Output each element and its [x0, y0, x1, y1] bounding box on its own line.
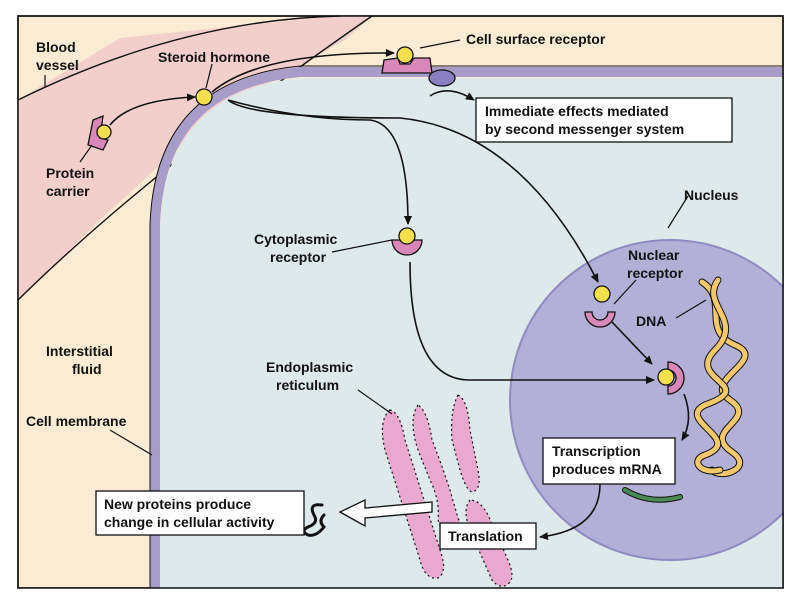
arrow-nuclear-receptor-to-dna [611, 321, 653, 365]
frame [17, 15, 784, 589]
leader-nuclear-receptor [613, 279, 637, 305]
label-protein-carrier-line2: carrier [46, 183, 90, 199]
label-transcription-line2: produces mRNA [552, 461, 662, 477]
leader-protein-carrier [79, 144, 93, 163]
label-new-proteins-line2: change in cellular activity [104, 514, 275, 530]
label-cell-membrane: Cell membrane [26, 413, 127, 429]
frame-right-mask [784, 0, 801, 601]
arrow-carrier-to-hormone [109, 93, 196, 126]
label-immediate-effects-line1: Immediate effects mediated [485, 103, 669, 119]
cell-surface-receptor [381, 46, 456, 87]
label-nucleus: Nucleus [684, 187, 739, 203]
label-interstitial-fluid-line2: fluid [72, 361, 102, 377]
label-interstitial-fluid-line1: Interstitial [46, 343, 113, 359]
leader-dna [675, 299, 707, 319]
box-transcription [542, 437, 676, 485]
leader-cell-membrane [109, 429, 153, 456]
label-endoplasmic-reticulum-line1: Endoplasmic [266, 359, 353, 375]
leader-nucleus [667, 195, 689, 229]
leader-endoplasmic-reticulum [357, 389, 393, 415]
cytoplasmic-receptor [391, 227, 423, 256]
arrow-second-messenger-effects [429, 90, 475, 101]
label-cytoplasmic-receptor-line1: Cytoplasmic [254, 231, 337, 247]
hormone-receptor-complex [657, 361, 685, 395]
nuclear-receptor [584, 311, 616, 328]
nuclear-hormone-molecule [593, 285, 611, 303]
label-new-proteins-line1: New proteins produce [104, 496, 251, 512]
arrow-hormone-to-nucleus [227, 99, 599, 283]
label-immediate-effects-line2: by second messenger system [485, 121, 684, 137]
label-translation: Translation [448, 528, 523, 544]
box-translation [439, 522, 537, 550]
label-transcription-line1: Transcription [552, 443, 641, 459]
leader-cytoplasmic-receptor [331, 239, 393, 253]
arrow-cytoplasmic-complex-to-dna [409, 261, 655, 384]
arrow-mrna-to-translation [539, 483, 601, 541]
blood-vessel [18, 16, 372, 300]
label-endoplasmic-reticulum-line2: reticulum [276, 377, 339, 393]
arrow-hormone-to-cytoplasmic-receptor [227, 99, 412, 225]
leader-cell-surface-receptor [419, 39, 461, 49]
endoplasmic-reticulum [381, 394, 513, 587]
frame-bottom-mask [18, 588, 783, 601]
label-cytoplasmic-receptor-line2: receptor [270, 249, 327, 265]
box-immediate-effects [475, 97, 733, 143]
label-protein-carrier-line1: Protein [46, 165, 94, 181]
label-cell-surface-receptor: Cell surface receptor [466, 31, 606, 47]
blood-vessel-wall-upper [17, 15, 341, 101]
steroid-hormone-molecule [195, 88, 213, 106]
protein-carrier [87, 114, 112, 151]
mrna-strand-fill [623, 488, 682, 502]
label-dna: DNA [636, 313, 666, 329]
cell-membrane-outer-line [149, 65, 783, 588]
dna-helix [693, 276, 749, 478]
arrow-translation-to-proteins [338, 498, 433, 528]
leader-steroid-hormone [205, 63, 213, 89]
box-new-proteins [95, 490, 305, 536]
label-steroid-hormone: Steroid hormone [158, 49, 270, 65]
arrow-dna-to-transcription [681, 393, 690, 441]
label-blood-vessel-line1: Blood [36, 39, 76, 55]
arrow-hormone-to-surface-receptor [211, 48, 395, 93]
label-blood-vessel-line2: vessel [36, 57, 79, 73]
cell-membrane [150, 67, 783, 588]
label-nuclear-receptor-line2: receptor [627, 265, 684, 281]
label-nuclear-receptor-line1: Nuclear [628, 247, 680, 263]
